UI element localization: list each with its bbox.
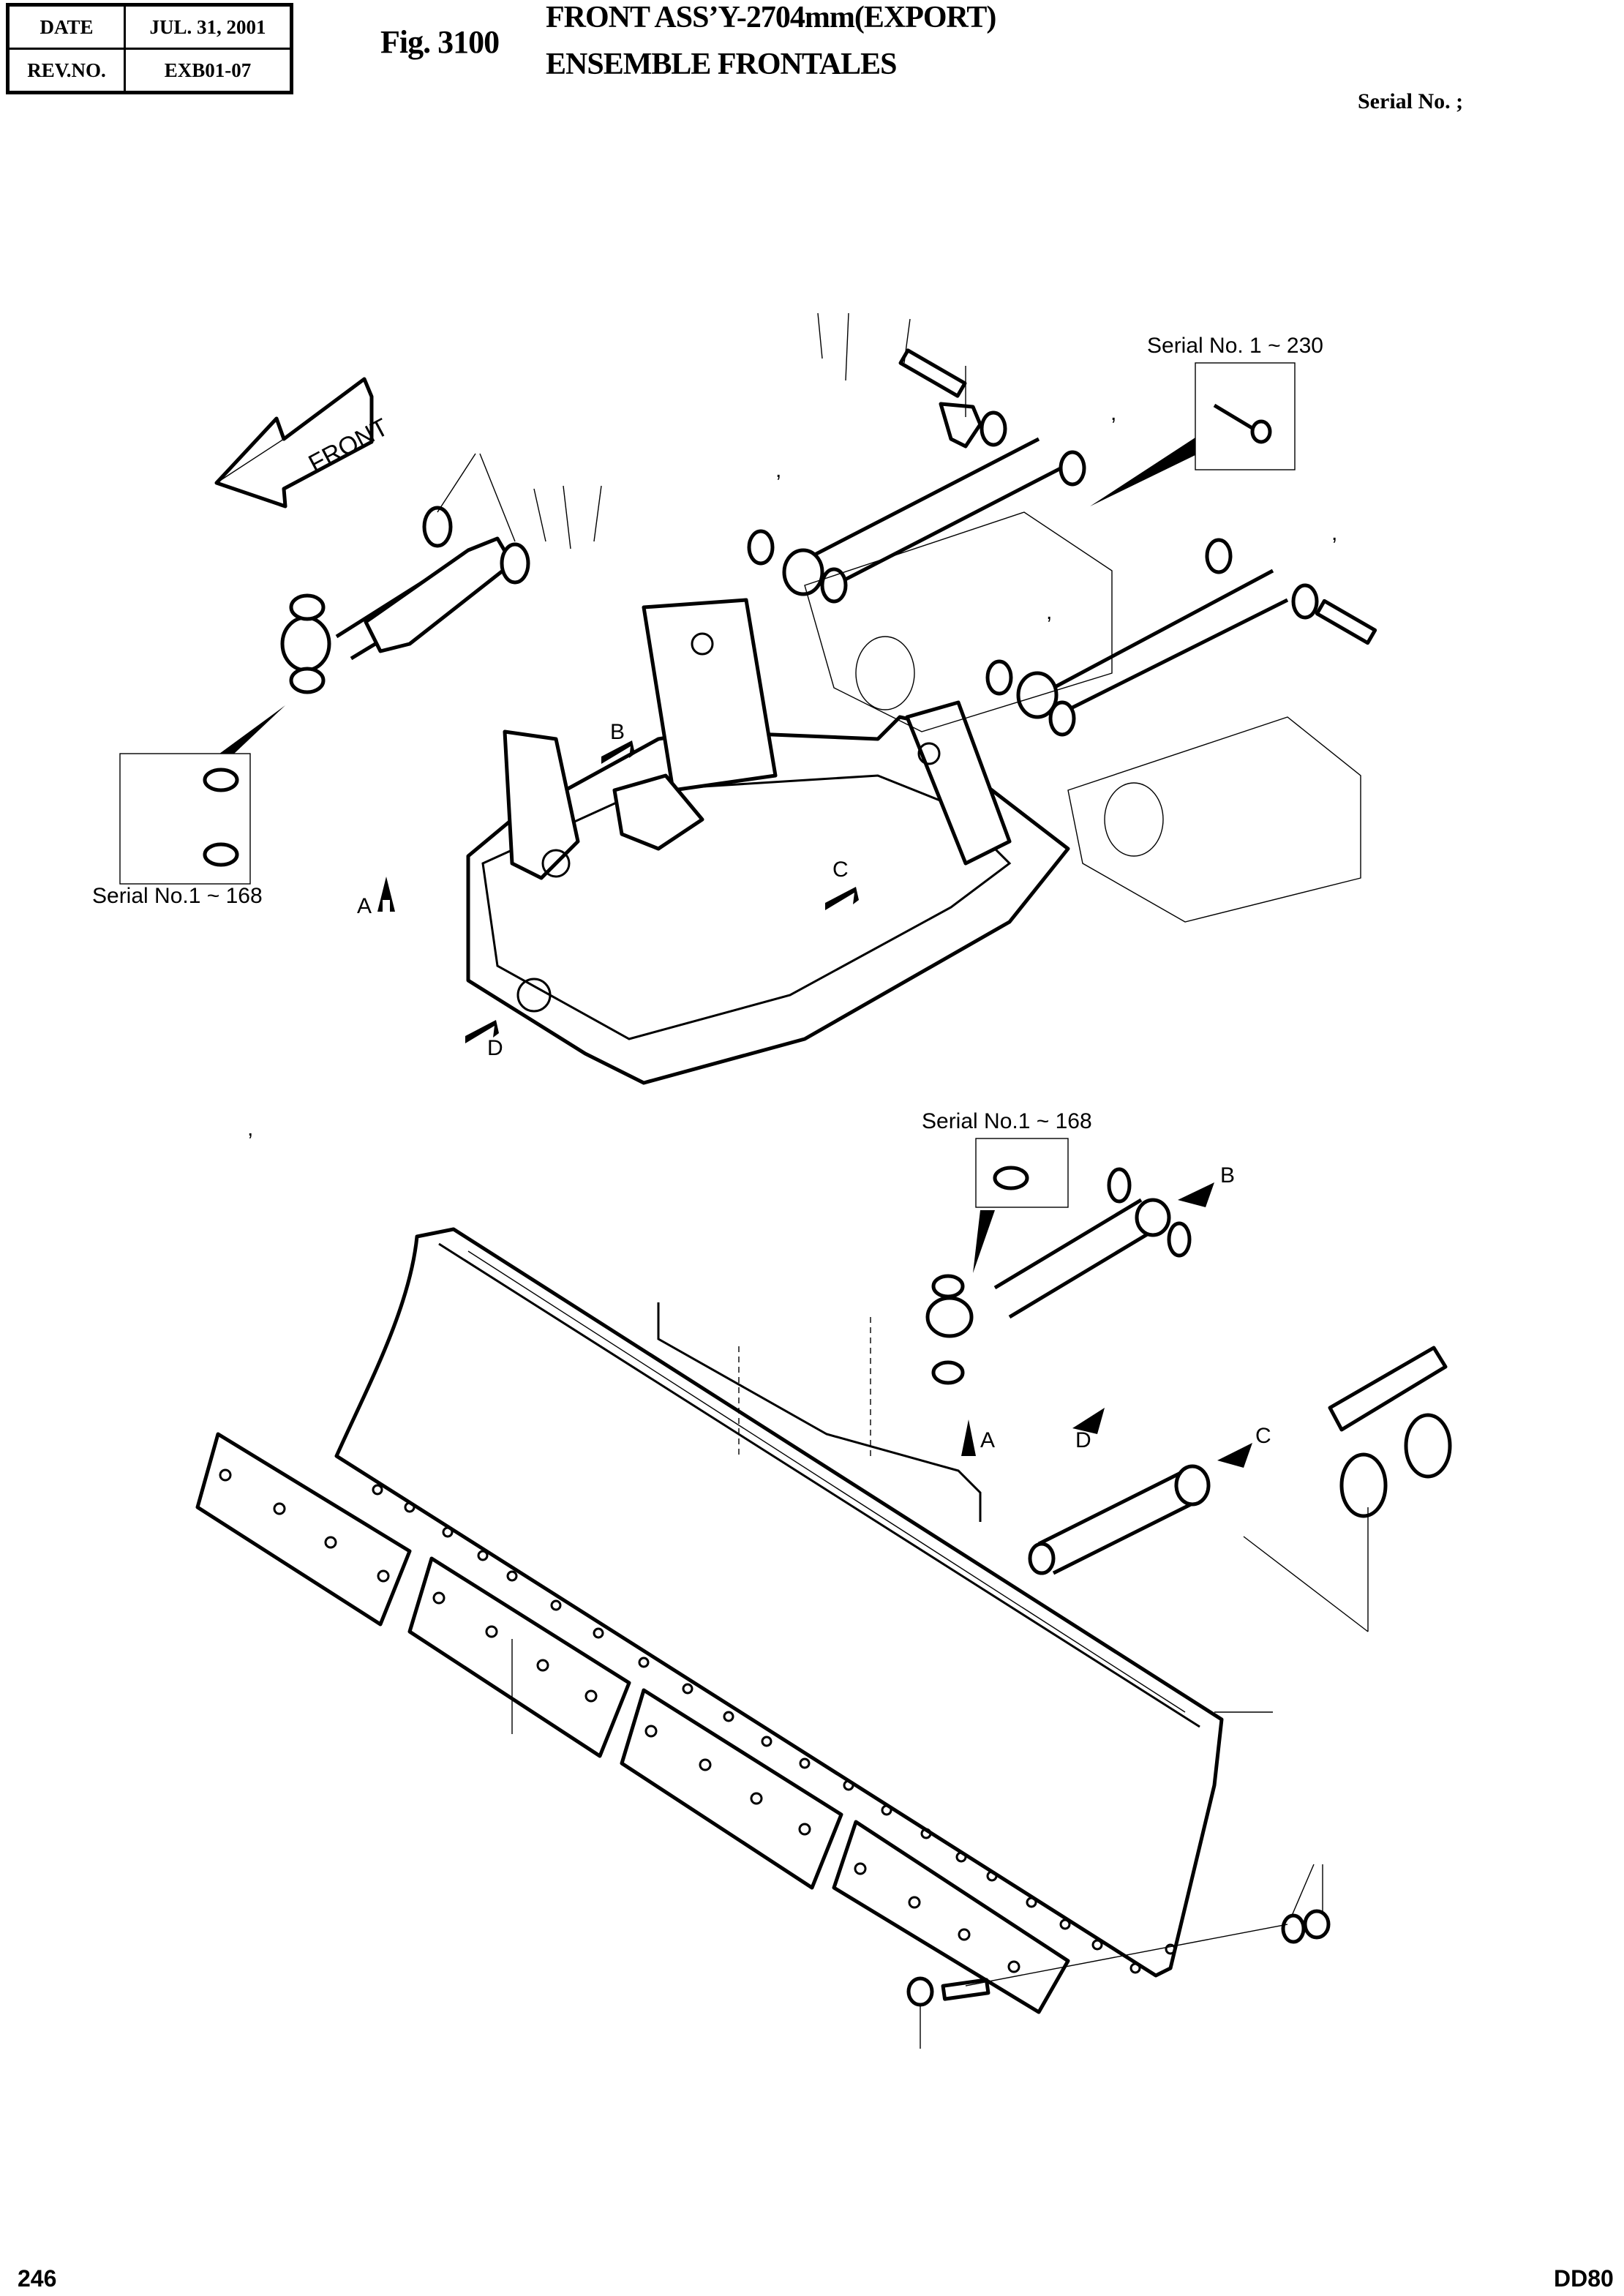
hose-guard-and-clamps [1328,1346,1452,1518]
ref-arrow-a2-icon [961,1419,976,1456]
track-frame-ghost [804,511,1361,923]
serial-callout-1-230: Serial No. 1 ~ 230 [1147,334,1323,358]
inset-box-serial-1-168-center [975,1138,1069,1208]
ref-arrow-d2-icon [1072,1408,1105,1434]
comma-mark: , [1331,521,1338,545]
ref-label-d: D [487,1036,503,1060]
push-frame [466,598,1070,1085]
angle-cylinder-upper [925,1167,1192,1385]
ref-label-c: C [832,858,849,882]
inset-pointer-1-168-center [973,1210,995,1273]
inset-pointer-1-230 [1090,438,1195,506]
ref-label-b: B [610,720,625,744]
inset-box-serial-1-168-left [119,753,251,885]
page-number: 246 [18,2265,57,2292]
inset-bushing-icon [203,768,239,792]
ref-label-b2: B [1220,1163,1236,1188]
end-bolt-hardware [906,1909,1331,2007]
title-english: FRONT ASS’Y-2704mm(EXPORT) [546,1,996,34]
center-tilt-cylinder [747,348,1086,604]
ref-label-a: A [357,894,372,918]
inset-pin-icon [1213,403,1272,444]
inset-bushing-icon [993,1166,1029,1190]
comma-mark: , [1110,401,1117,425]
date-value: JUL. 31, 2001 [124,4,293,50]
inset-pointer-1-168-left [219,705,285,754]
ref-label-a2: A [980,1428,996,1452]
inset-bushing-icon [203,842,239,867]
comma-mark: , [247,1117,254,1141]
revision-table: DATE JUL. 31, 2001 REV.NO. EXB01-07 [6,3,293,94]
ref-arrow-a-icon [377,877,395,912]
ref-label-d2: D [1075,1428,1091,1452]
ref-arrow-b-icon [601,740,635,764]
rev-value: EXB01-07 [124,48,293,94]
left-tilt-cylinder [280,506,530,694]
blade-bolt-holes [219,1468,1176,1974]
comma-mark: , [775,458,782,482]
ref-label-c2: C [1255,1424,1271,1448]
ref-arrow-c2-icon [1217,1443,1252,1468]
leader-lines [437,312,1369,2049]
ref-arrow-c-icon [825,887,859,910]
title-french: ENSEMBLE FRONTALES [546,48,897,81]
comma-mark: , [1046,600,1053,624]
ref-arrow-d-icon [465,1020,499,1043]
inset-box-serial-1-230 [1195,362,1296,470]
serial-callout-1-168-left: Serial No.1 ~ 168 [92,884,263,908]
date-label: DATE [7,4,126,50]
rev-label: REV.NO. [7,48,126,94]
dozer-blade [334,1227,1224,1978]
model-name: DD80 [1554,2265,1614,2292]
right-tilt-cylinder [985,538,1377,737]
ref-arrow-b2-icon [1178,1182,1214,1207]
serial-number-header: Serial No. ; [1358,89,1464,113]
serial-callout-1-168-center: Serial No.1 ~ 168 [922,1109,1092,1133]
front-direction-arrow [214,377,374,509]
angle-cylinder-lower [1028,1464,1211,1575]
figure-number: Fig. 3100 [380,24,500,60]
